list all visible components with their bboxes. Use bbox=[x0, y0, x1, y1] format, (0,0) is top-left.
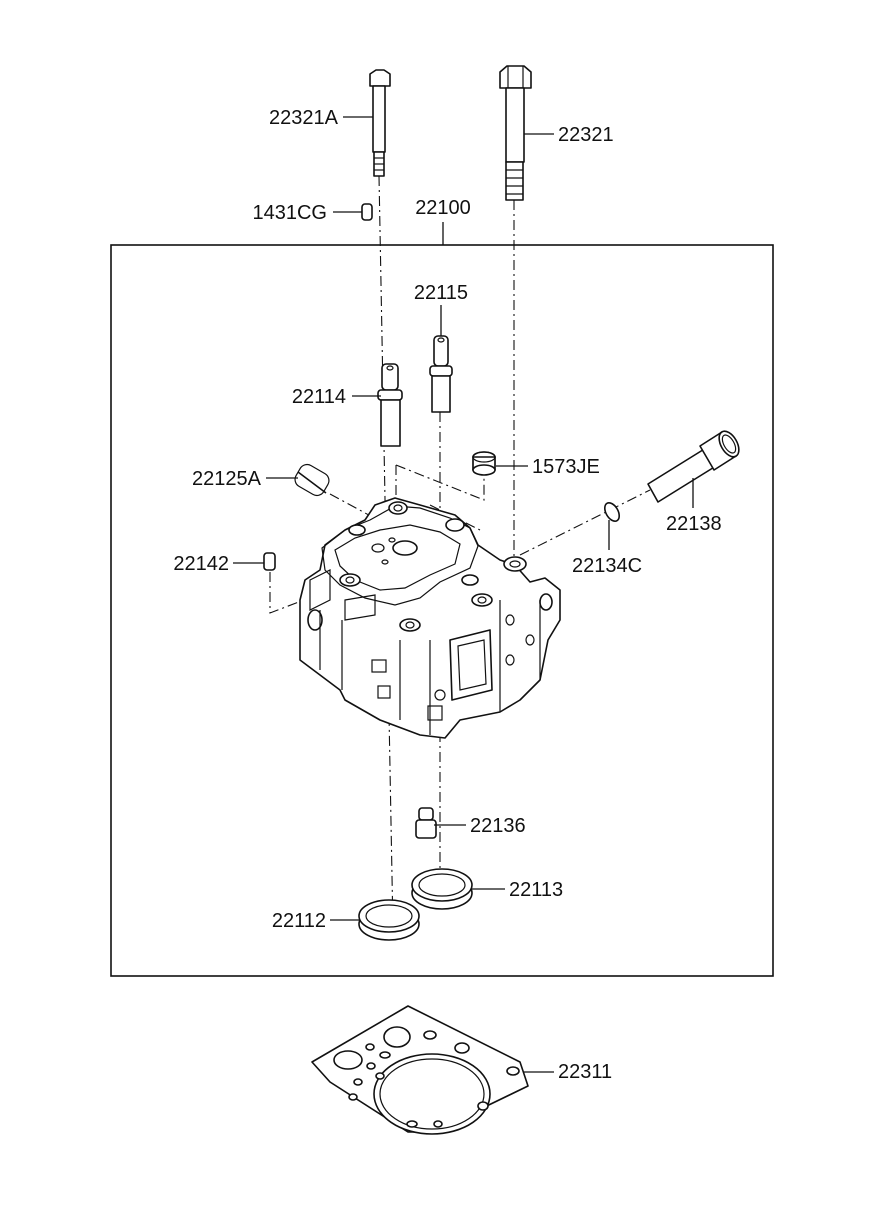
cylinder-head-22100[interactable] bbox=[299, 497, 561, 739]
spring-22125a[interactable] bbox=[292, 462, 332, 499]
label-22113[interactable]: 22113 bbox=[509, 879, 563, 901]
pin-22142[interactable] bbox=[263, 552, 276, 571]
label-22311[interactable]: 22311 bbox=[558, 1061, 612, 1083]
plug-22136[interactable] bbox=[415, 807, 437, 839]
sleeve-22138[interactable] bbox=[647, 428, 743, 503]
plug-1573je[interactable] bbox=[472, 451, 496, 476]
leader-lines bbox=[233, 116, 694, 1073]
label-22114[interactable]: 22114 bbox=[292, 386, 346, 408]
seat-ring-22113[interactable] bbox=[411, 868, 473, 910]
label-22321[interactable]: 22321 bbox=[558, 124, 614, 146]
label-22134c[interactable]: 22134C bbox=[572, 555, 642, 577]
assembly-frame bbox=[110, 222, 774, 977]
oring-22134c[interactable] bbox=[602, 500, 622, 523]
valve-guide-22115[interactable] bbox=[429, 335, 453, 413]
label-22136[interactable]: 22136 bbox=[470, 815, 526, 837]
label-22100[interactable]: 22100 bbox=[415, 197, 471, 219]
seat-ring-22112[interactable] bbox=[358, 899, 420, 941]
label-22142[interactable]: 22142 bbox=[173, 553, 229, 575]
pin-1431cg[interactable] bbox=[361, 203, 373, 221]
label-22115[interactable]: 22115 bbox=[414, 282, 468, 304]
valve-guide-22114[interactable] bbox=[377, 363, 403, 447]
bolt-22321a[interactable] bbox=[369, 69, 391, 177]
bolt-22321[interactable] bbox=[499, 65, 532, 201]
label-1431cg[interactable]: 1431CG bbox=[253, 202, 328, 224]
gasket-22311[interactable] bbox=[311, 1005, 529, 1135]
label-22125a[interactable]: 22125A bbox=[192, 468, 262, 490]
label-22138[interactable]: 22138 bbox=[666, 513, 722, 535]
label-22321a[interactable]: 22321A bbox=[269, 107, 339, 129]
label-22112[interactable]: 22112 bbox=[272, 910, 326, 932]
label-1573je[interactable]: 1573JE bbox=[532, 456, 600, 478]
part-labels: 22321A 22321 1431CG 22100 22115 22114 22… bbox=[173, 107, 721, 1083]
